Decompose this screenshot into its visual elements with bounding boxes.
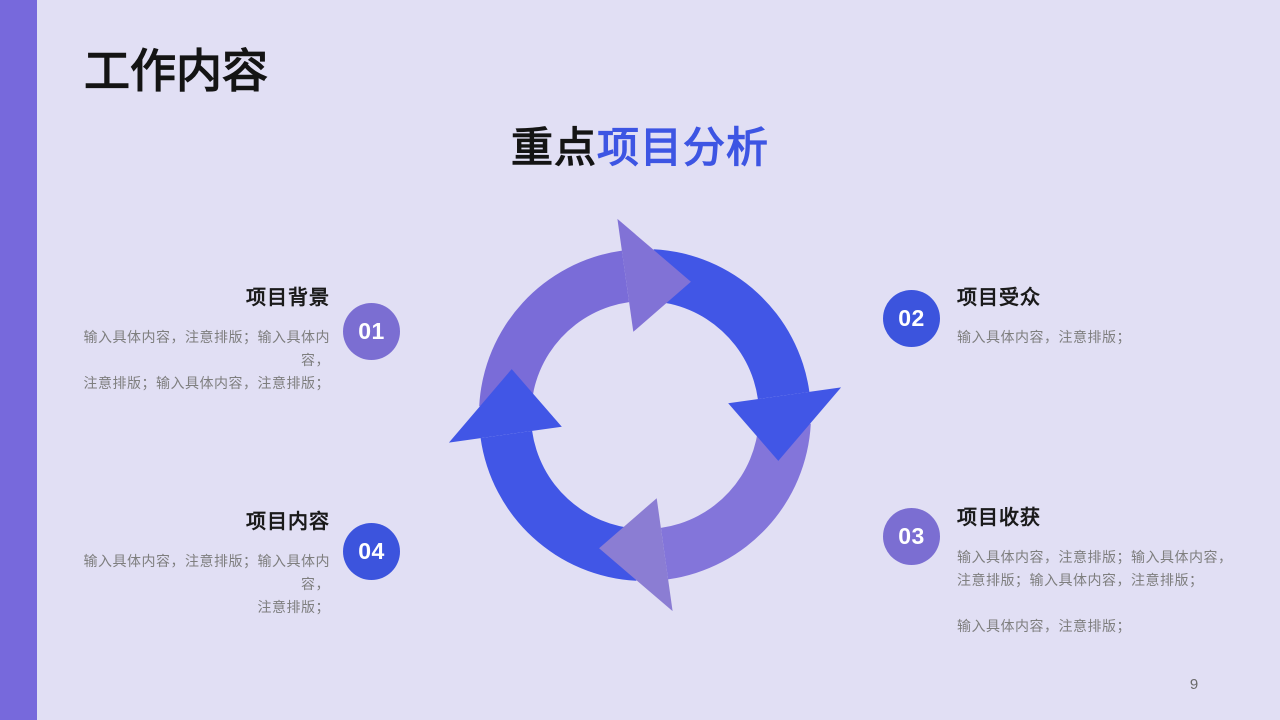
section-block-01: 项目背景 输入具体内容，注意排版；输入具体内容， 注意排版；输入具体内容，注意排… <box>70 286 330 395</box>
section-title: 项目受众 <box>957 287 1041 309</box>
section-block-02: 项目受众 输入具体内容，注意排版； <box>957 286 1242 349</box>
cycle-arrowhead-top <box>617 218 691 332</box>
section-body: 输入具体内容，注意排版；输入具体内容， 注意排版；输入具体内容，注意排版； <box>83 329 330 391</box>
number-badge-01: 01 <box>343 303 400 360</box>
section-body: 输入具体内容，注意排版；输入具体内容， 注意排版； <box>83 553 330 615</box>
page-title: 工作内容 <box>84 45 268 97</box>
section-body: 输入具体内容，注意排版；输入具体内容， 注意排版；输入具体内容，注意排版； 输入… <box>957 549 1233 634</box>
cycle-arrowhead-left <box>448 369 562 443</box>
cycle-arrowhead-right <box>728 387 842 461</box>
cycle-arrowhead-bottom <box>599 498 673 612</box>
cycle-arc-bottom-right <box>660 421 811 580</box>
number-badge-02: 02 <box>883 290 940 347</box>
subtitle-rest: 项目分析 <box>597 124 770 171</box>
section-block-04: 项目内容 输入具体内容，注意排版；输入具体内容， 注意排版； <box>70 510 330 619</box>
slide-subtitle: 重点项目分析 <box>0 124 1280 172</box>
subtitle-prefix: 重点 <box>510 124 597 171</box>
section-title: 项目背景 <box>246 287 330 309</box>
number-badge-04: 04 <box>343 523 400 580</box>
cycle-arc-top-right <box>651 249 810 400</box>
number-badge-03: 03 <box>883 508 940 565</box>
left-accent-bar <box>0 0 37 720</box>
section-block-03: 项目收获 输入具体内容，注意排版；输入具体内容， 注意排版；输入具体内容，注意排… <box>957 506 1242 638</box>
cycle-arc-bottom-left <box>480 430 639 581</box>
section-title: 项目内容 <box>246 511 330 533</box>
section-body: 输入具体内容，注意排版； <box>957 329 1131 345</box>
page-number: 9 <box>1189 676 1199 693</box>
section-title: 项目收获 <box>957 507 1041 529</box>
cycle-arc-top-left <box>479 250 630 409</box>
